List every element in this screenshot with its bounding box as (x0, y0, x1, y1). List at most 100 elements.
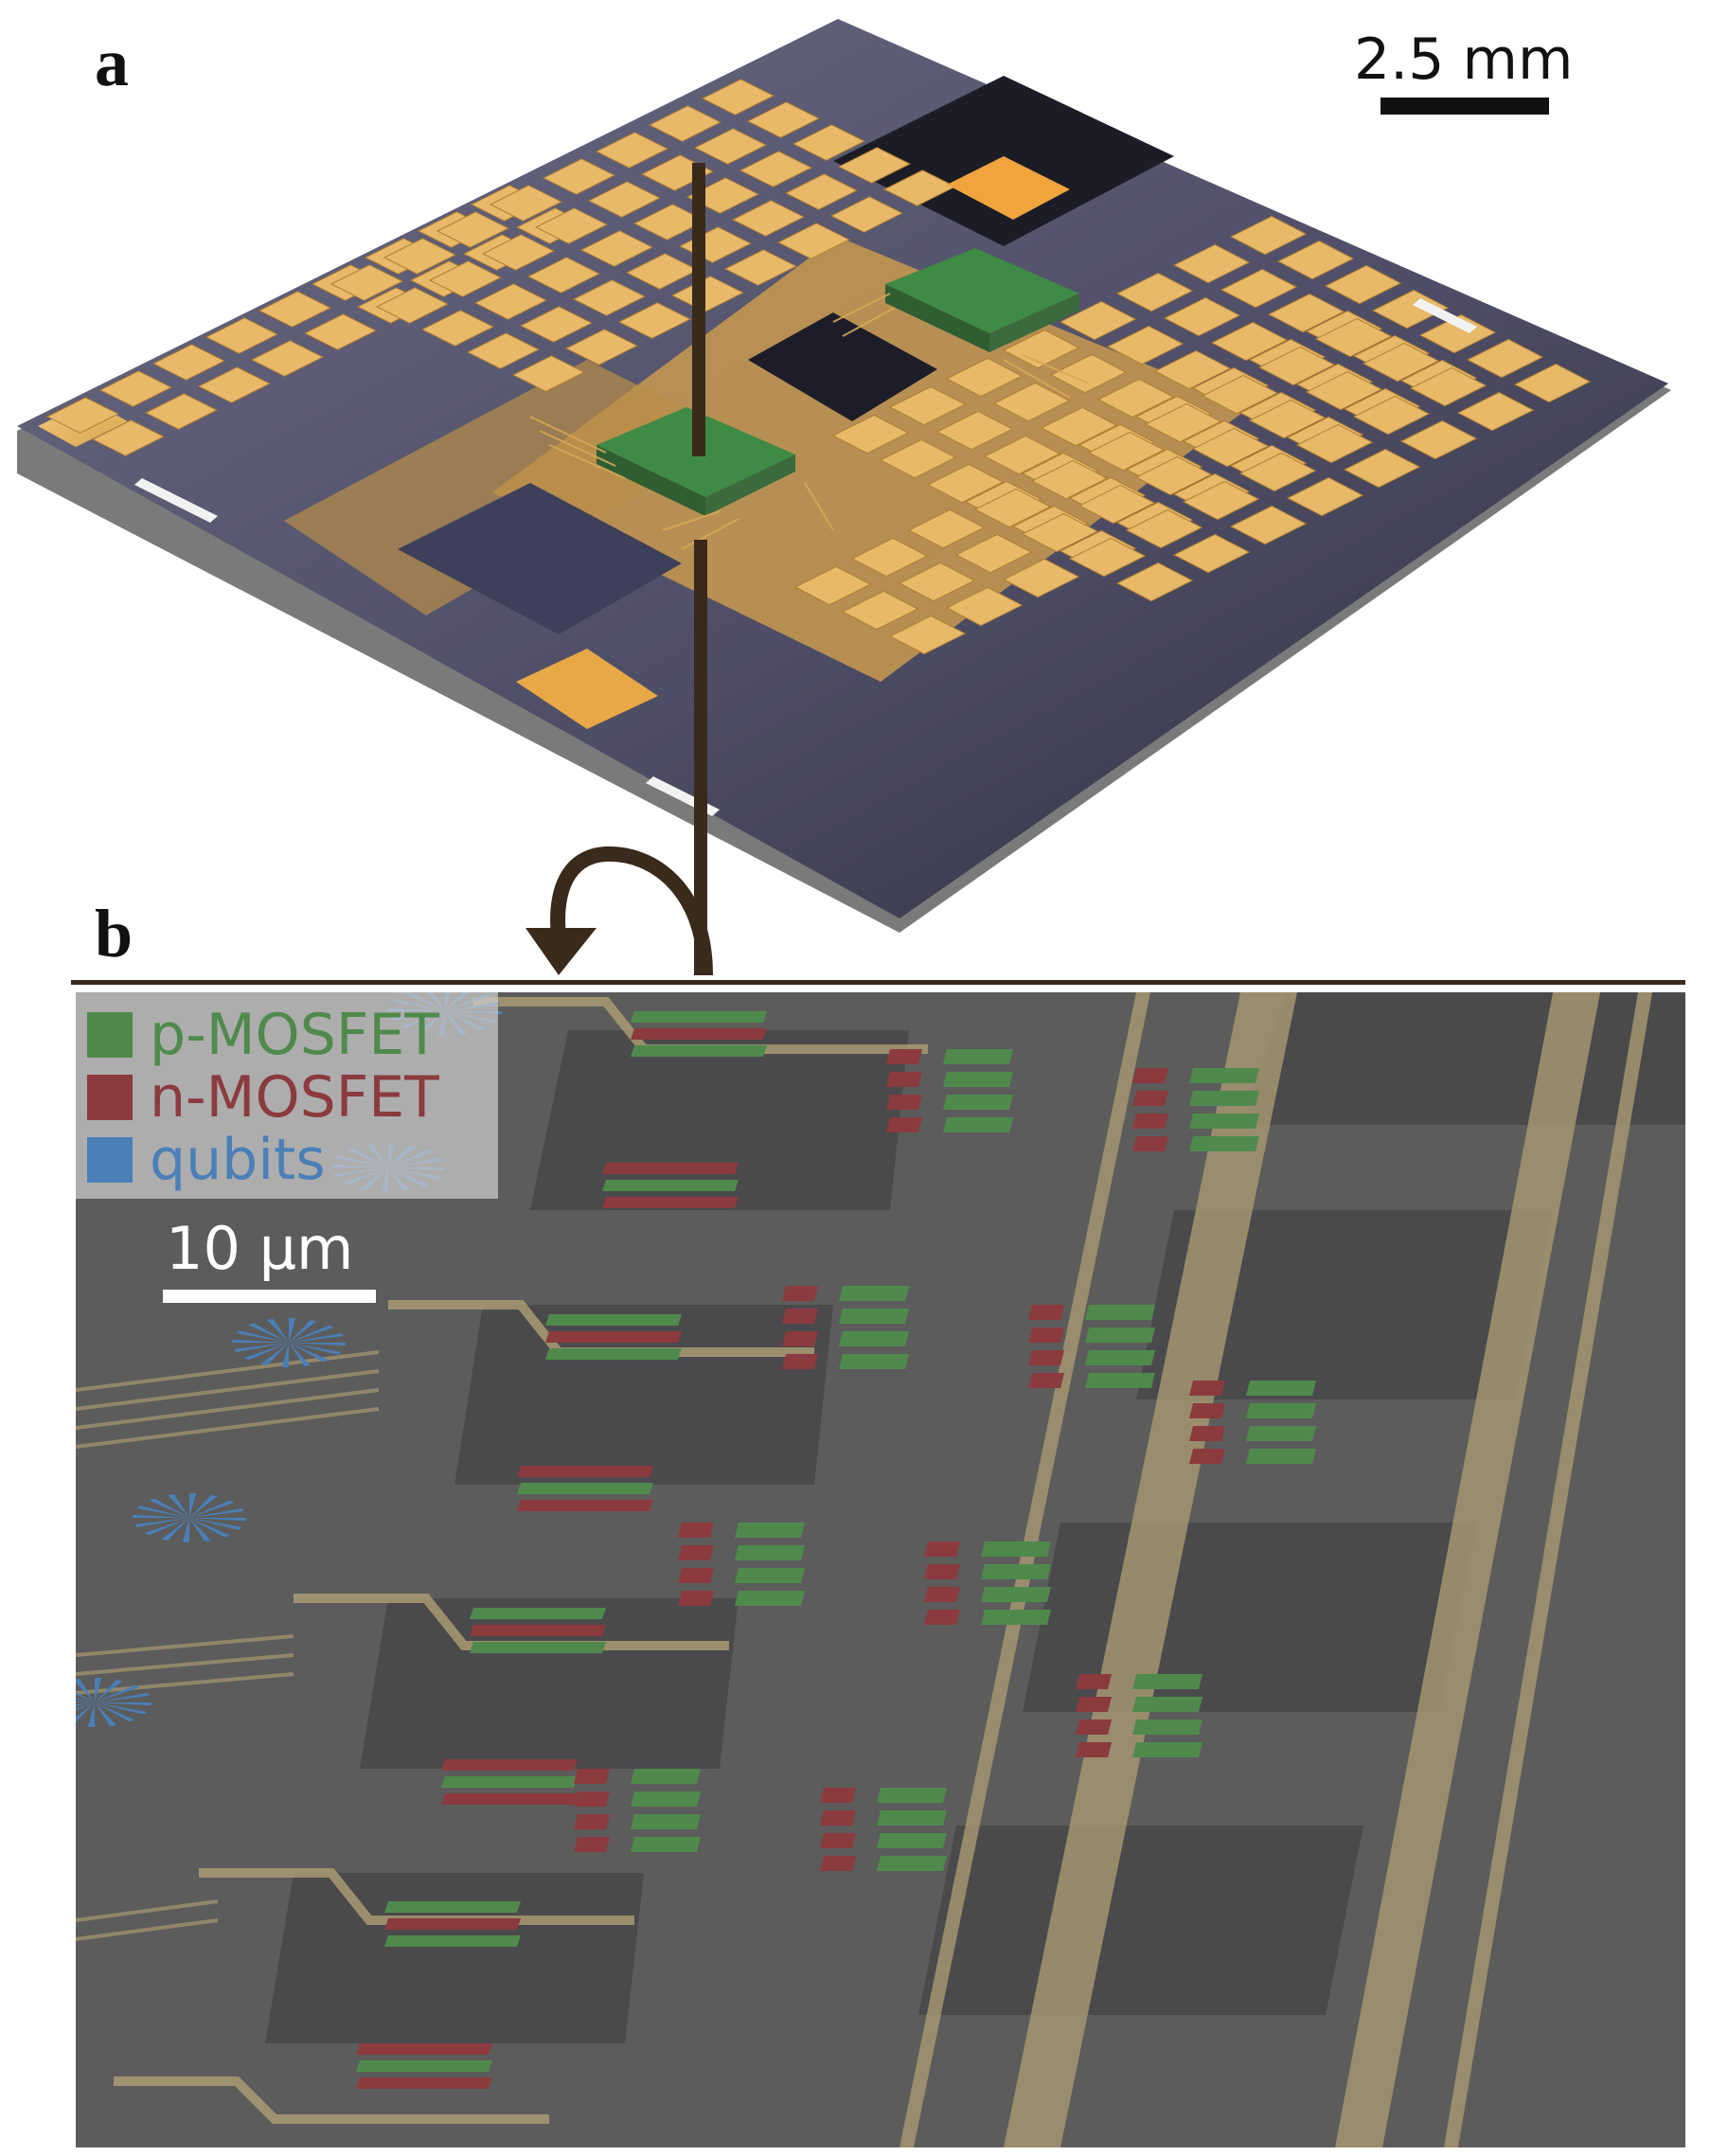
bond-pad (907, 508, 986, 549)
mosfet-strip (545, 1314, 682, 1326)
mosfet-strip (470, 1625, 606, 1636)
bond-pad (746, 101, 820, 138)
p-mosfet-cell (1246, 1381, 1316, 1396)
p-mosfet-cell (1085, 1350, 1155, 1365)
legend-label-qubits: qubits (150, 1127, 326, 1193)
legend: p-MOSFET n-MOSFET qubits (76, 992, 498, 1199)
qubit-gate (289, 1325, 334, 1343)
n-mosfet-cell (1028, 1305, 1064, 1320)
bond-pad (428, 260, 502, 297)
n-mosfet-cell (574, 1814, 610, 1829)
bond-pad (1267, 293, 1345, 333)
bond-pad (1201, 374, 1279, 415)
bond-pad (1049, 353, 1128, 394)
bond-pad (481, 234, 555, 271)
bond-pad (572, 279, 646, 316)
n-mosfet-cell (678, 1545, 714, 1560)
bond-pad (1078, 484, 1156, 525)
p-mosfet-cell (877, 1856, 947, 1871)
bond-pad (1115, 561, 1194, 602)
bond-pad (1002, 329, 1080, 369)
bond-pad (91, 419, 165, 456)
p-mosfet-cell (631, 1791, 701, 1807)
bond-pad (1087, 431, 1166, 472)
bond-pad (776, 223, 850, 259)
qubit-gate (133, 1514, 189, 1518)
legend-swatch-qubits (87, 1137, 133, 1183)
bond-pad (926, 463, 1005, 504)
p-mosfet-cell (1246, 1403, 1316, 1418)
p-mosfet-cell (735, 1591, 805, 1606)
qubit-gate (144, 1518, 189, 1536)
qubit-gate (189, 1518, 242, 1530)
qubit-gate (289, 1343, 346, 1346)
mosfet-strip (384, 1918, 521, 1930)
qubit-gate (232, 1339, 289, 1343)
p-mosfet-cell (877, 1788, 947, 1803)
p-mosfet-cell (1132, 1674, 1202, 1689)
qubit-gate (289, 1343, 311, 1367)
n-mosfet-cell (886, 1049, 922, 1064)
n-mosfet-cell (1028, 1373, 1064, 1388)
scale-bar-b (163, 1290, 376, 1303)
bond-pad (888, 385, 967, 426)
panel-label-b: b (95, 896, 134, 971)
bond-pad (1153, 349, 1232, 390)
bond-pad (1002, 558, 1080, 598)
bond-pad (739, 151, 812, 187)
bond-pad (1030, 459, 1109, 500)
bond-pad (1352, 395, 1431, 436)
bond-pad (829, 196, 903, 233)
qubit-gate (289, 1343, 330, 1363)
n-mosfet-cell (820, 1810, 856, 1826)
legend-item-qubits: qubits (87, 1127, 326, 1193)
n-mosfet-cell (1132, 1091, 1168, 1106)
bond-pad (1305, 370, 1383, 411)
bond-pad (1314, 317, 1393, 358)
bond-pad (579, 230, 653, 267)
p-mosfet-cell (1189, 1068, 1259, 1083)
n-mosfet-cell (1076, 1742, 1112, 1757)
mosfet-strip (545, 1331, 682, 1343)
p-mosfet-cell (981, 1564, 1051, 1579)
qubit-gate (248, 1323, 289, 1343)
bond-pad (1068, 537, 1147, 578)
mosfet-strip (517, 1483, 653, 1494)
mosfet-strip (441, 1759, 578, 1771)
bond-pad (784, 173, 858, 210)
mosfet-strip (470, 1642, 606, 1653)
bond-pad (693, 128, 767, 165)
bond-pad (701, 79, 775, 116)
bond-pad (205, 317, 278, 354)
bond-pad (375, 287, 449, 324)
qubit-gate (87, 1702, 95, 1727)
bond-pad (1040, 406, 1118, 447)
bond-pad (519, 306, 593, 343)
qubit-gate (189, 1518, 230, 1538)
bond-pad (1059, 300, 1137, 341)
bond-pad (954, 533, 1033, 574)
bond-pad (1276, 240, 1355, 280)
bond-pad (511, 355, 585, 392)
p-mosfet-cell (943, 1117, 1013, 1132)
bond-pad (473, 283, 547, 320)
bond-pad (1466, 338, 1544, 379)
p-mosfet-cell (1246, 1426, 1316, 1441)
n-mosfet-cell (1189, 1381, 1225, 1396)
qubit-gate (189, 1494, 218, 1518)
qubit-gate (95, 1702, 135, 1722)
bond-pad (542, 158, 615, 195)
mosfet-strip (517, 1466, 653, 1477)
mosfet-strip (441, 1776, 578, 1788)
qubit-gate (281, 1343, 289, 1367)
mosfet-strip (602, 1163, 739, 1174)
bond-pad (489, 185, 562, 222)
bond-pad (723, 249, 797, 286)
p-mosfet-cell (1132, 1697, 1202, 1712)
p-mosfet-cell (839, 1286, 909, 1301)
p-mosfet-cell (631, 1837, 701, 1852)
bond-pad (617, 302, 691, 339)
qubit-gate (289, 1319, 317, 1343)
zoom-arrow (525, 846, 713, 976)
mosfet-strip (545, 1348, 682, 1360)
